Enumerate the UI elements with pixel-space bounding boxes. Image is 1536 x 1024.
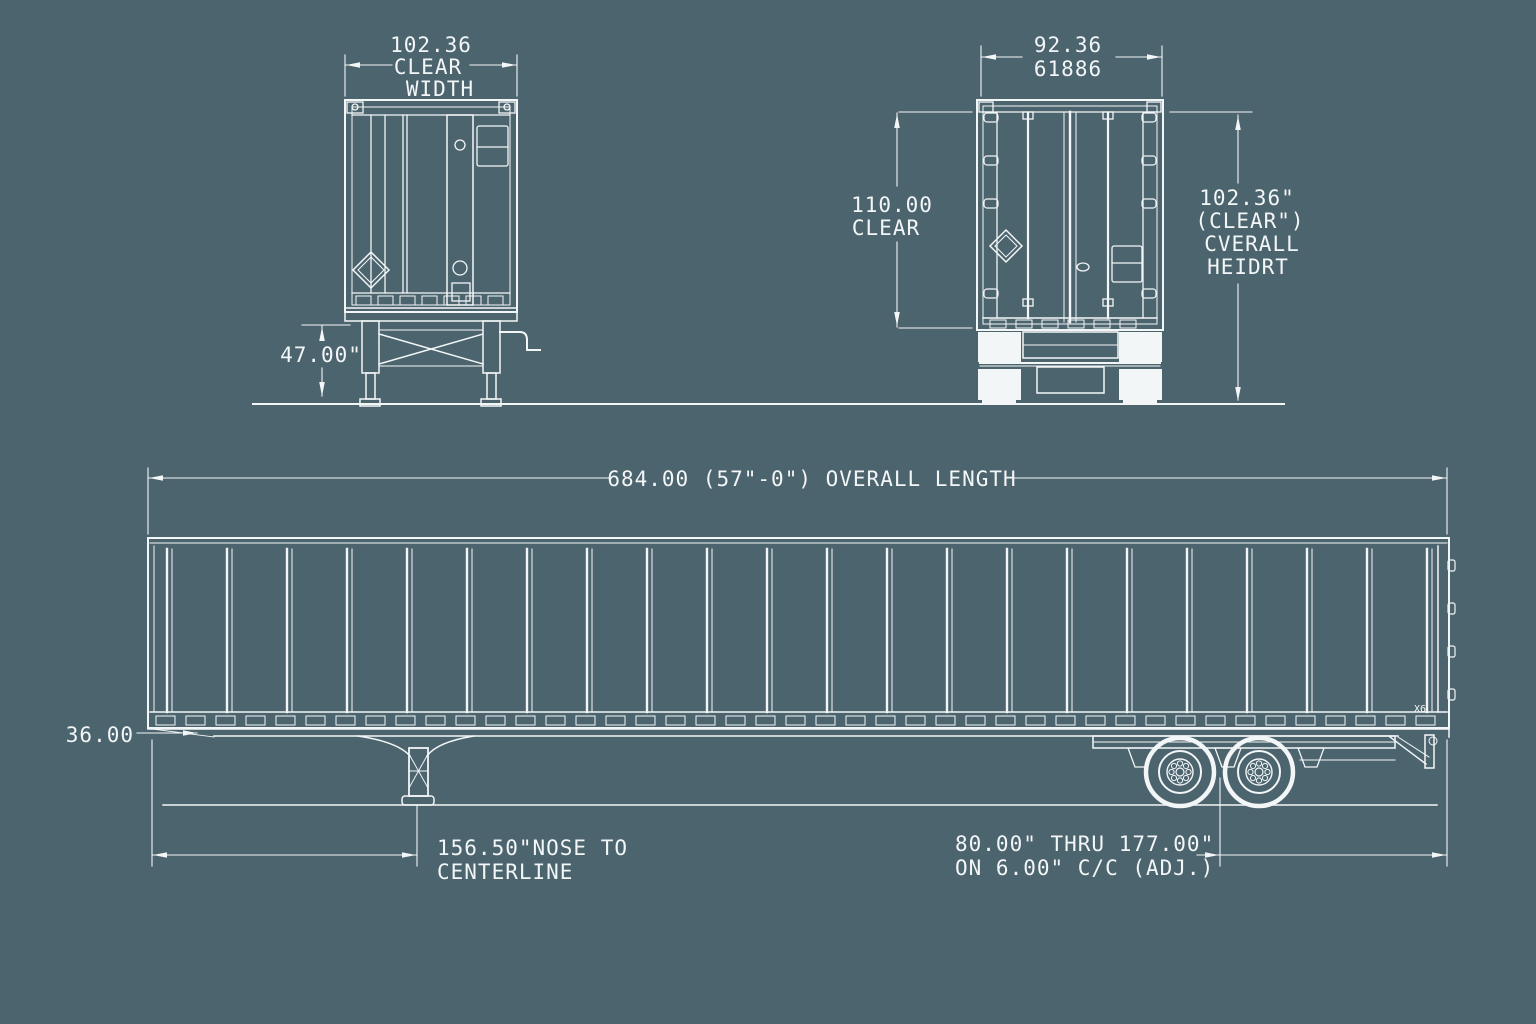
- dimension-lines: [136, 45, 1448, 867]
- overall-length-label: 684.00 (57"-0") OVERALL LENGTH: [607, 467, 1016, 491]
- side-panel-posts: [165, 547, 1433, 714]
- corner-casting: [346, 101, 364, 114]
- landing-gear-front: [344, 311, 541, 407]
- front-width-value: 102.36: [390, 33, 472, 57]
- wheels: [1143, 735, 1296, 809]
- landing-gear-height-label: 47.00": [280, 343, 362, 367]
- overall-height-line-4: HEIDRT: [1207, 255, 1289, 279]
- linework: [136, 45, 1456, 867]
- nose-to-centerline-line-2: CENTERLINE: [437, 860, 573, 884]
- front-view: [344, 99, 541, 407]
- placard-diamond: [988, 228, 1024, 264]
- nose-to-centerline-line-1: 156.50"NOSE TO: [437, 836, 628, 860]
- landing-gear-crank: [499, 331, 541, 351]
- tire: [978, 369, 1021, 400]
- door-handle: [1076, 262, 1090, 272]
- floor-height-label: 36.00: [66, 723, 134, 747]
- bottom-rail-pockets: [155, 715, 1436, 726]
- tire: [1119, 369, 1162, 400]
- axle-spread-line-1: 80.00" THRU 177.00": [955, 832, 1214, 856]
- rear-frame-hinges: [1447, 559, 1456, 701]
- dimension-labels: 102.36 CLEAR WIDTH 92.36 61886 110.00 CL…: [66, 33, 1426, 884]
- tire: [1119, 332, 1162, 362]
- tire: [978, 332, 1021, 362]
- rear-clear-height-value: 110.00: [851, 193, 933, 217]
- rear-underride-guard: [1388, 727, 1450, 769]
- front-width-label-2: WIDTH: [406, 77, 474, 101]
- document-holder: [476, 125, 509, 167]
- axle-spread-line-2: ON 6.00" C/C (ADJ.): [955, 856, 1214, 880]
- corner-casting: [498, 101, 516, 114]
- rear-view: [976, 99, 1164, 405]
- rear-undercarriage: [978, 331, 1162, 405]
- front-width-label-1: CLEAR: [394, 55, 462, 79]
- overall-height-line-1: 102.36": [1199, 186, 1295, 210]
- rear-mark-label: X6: [1414, 704, 1426, 715]
- overall-height-line-3: CVERALL: [1204, 232, 1300, 256]
- placard-diamond: [351, 250, 391, 290]
- side-view: [147, 537, 1456, 809]
- door-hinges: [983, 112, 1157, 299]
- rear-width-value: 92.36: [1034, 33, 1102, 57]
- rear-width-code: 61886: [1034, 57, 1102, 81]
- front-post-channel: [446, 114, 474, 306]
- overall-height-line-2: (CLEAR"): [1195, 209, 1304, 233]
- rear-clear-height-label: CLEAR: [852, 216, 920, 240]
- document-holder: [1111, 245, 1143, 283]
